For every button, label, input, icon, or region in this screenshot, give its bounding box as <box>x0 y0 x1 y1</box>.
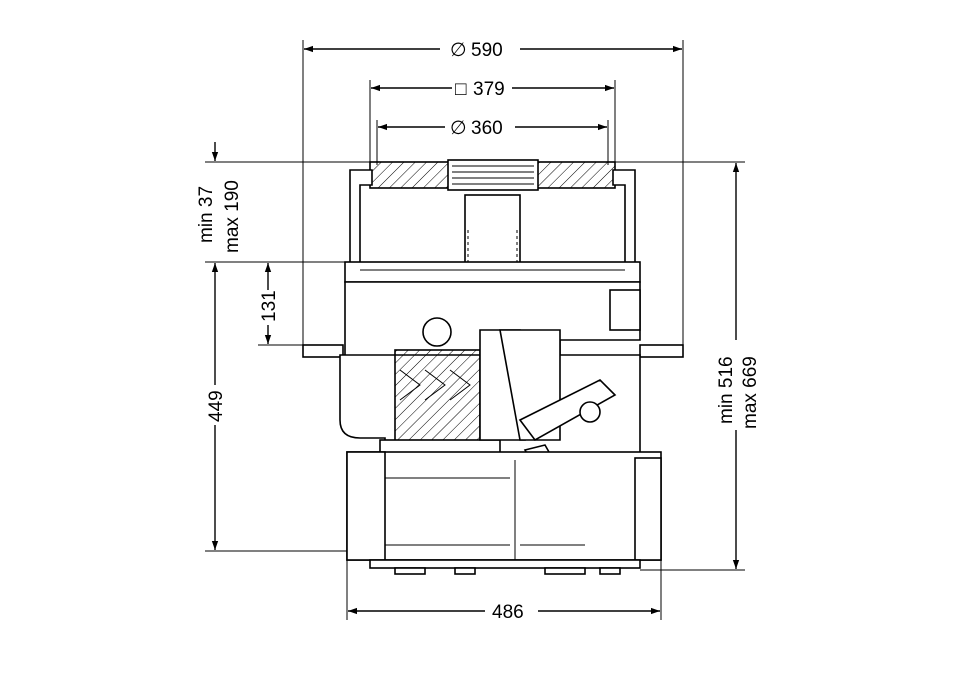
dimension-sq-379: □ 379 <box>369 79 616 165</box>
lever-arm <box>518 379 617 442</box>
float-ball <box>422 317 452 347</box>
dim-label-min-516: min 516 <box>716 356 737 424</box>
inlet-pipe <box>346 451 386 561</box>
dimension-486: 486 <box>346 560 662 623</box>
outlet-pipe <box>634 457 662 561</box>
dim-label-max-669: max 669 <box>740 356 761 429</box>
dim-label-min-37: min 37 <box>196 186 217 243</box>
dim-label-449: 449 <box>206 390 227 422</box>
mid-flange <box>344 261 641 283</box>
dimension-min516-max669: min 516 max 669 <box>615 161 761 571</box>
dimension-min37-max190: min 37 max 190 <box>196 142 370 253</box>
diameter-symbol: ∅ <box>450 40 467 61</box>
valve-cartridge <box>394 349 481 446</box>
flange-right <box>639 344 684 358</box>
dimension-449: 449 <box>205 261 390 552</box>
side-valve <box>609 289 641 331</box>
dim-label-486: 486 <box>492 602 524 623</box>
dimension-131: 131 <box>258 263 305 346</box>
dim-label-max-190: max 190 <box>222 180 243 253</box>
dim-label-379: 379 <box>473 79 505 100</box>
diameter-symbol: ∅ <box>450 118 467 139</box>
dimension-dia-590: ∅ 590 <box>302 40 684 345</box>
square-symbol: □ <box>455 79 467 100</box>
dim-label-131: 131 <box>259 290 280 322</box>
grating-insert <box>447 159 539 191</box>
frame-left <box>349 169 373 266</box>
frame-right <box>612 169 636 266</box>
dim-label-360: 360 <box>471 118 503 139</box>
flange-left <box>302 344 344 358</box>
drain-body-drawing <box>302 159 684 575</box>
base-plate <box>369 559 641 569</box>
outlet-body <box>346 451 662 561</box>
dim-label-590: 590 <box>471 40 503 61</box>
dimension-dia-360: ∅ 360 <box>376 118 609 165</box>
